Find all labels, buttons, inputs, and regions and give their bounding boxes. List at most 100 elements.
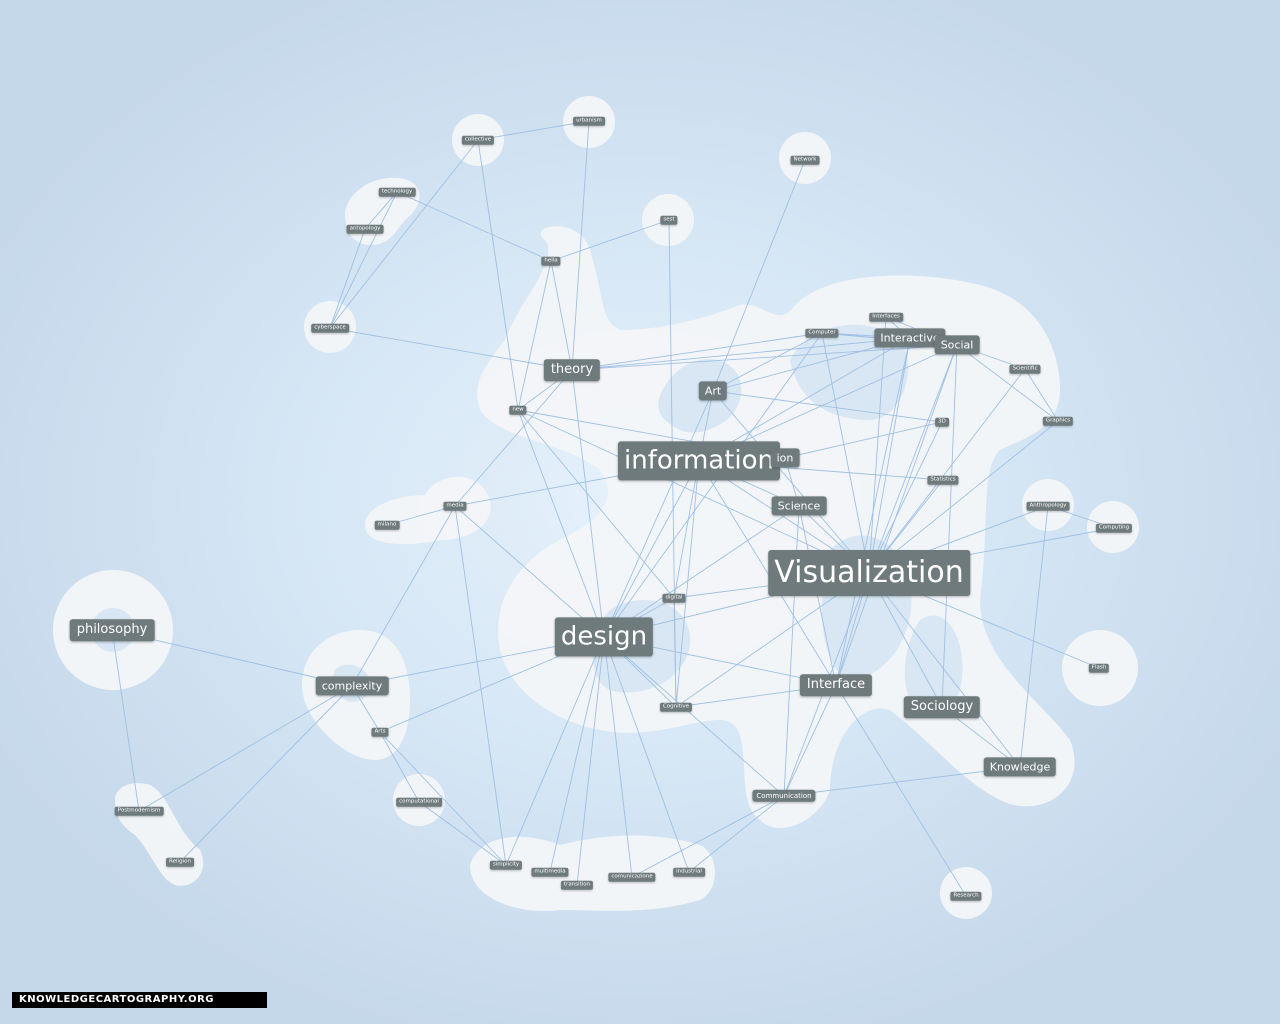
- node-transition[interactable]: transition: [560, 880, 594, 890]
- node-interactive[interactable]: Interactive: [874, 328, 946, 348]
- edge-digital-cognitive: [673, 597, 677, 708]
- edge-design-new: [517, 409, 605, 638]
- node-anthropology[interactable]: Anthropology: [1026, 501, 1070, 511]
- edge-art-network: [712, 159, 806, 392]
- edge-design-communication: [603, 636, 785, 797]
- edge-arts-computational: [379, 731, 420, 803]
- edge-theory-urbanism: [571, 120, 590, 371]
- edge-social-graphics: [956, 344, 1059, 422]
- edge-design-computer: [603, 332, 823, 638]
- node-design[interactable]: design: [554, 617, 654, 657]
- node-hella[interactable]: hella: [541, 256, 561, 266]
- edge-media-theory: [454, 369, 573, 507]
- node-multimedia[interactable]: multimedia: [531, 867, 569, 877]
- edge-scientific-graphics: [1024, 368, 1059, 422]
- node-scientific[interactable]: Scientific: [1009, 364, 1041, 374]
- node-antopology[interactable]: antopology: [346, 224, 384, 234]
- node-religion[interactable]: Religion: [166, 857, 194, 867]
- edge-ion-3d: [784, 421, 943, 459]
- edge-postmodernism-complexity: [138, 685, 353, 812]
- node-complexity[interactable]: complexity: [315, 676, 389, 696]
- node-theory[interactable]: theory: [543, 359, 601, 381]
- edge-arts-simplicity: [379, 731, 507, 866]
- node-new[interactable]: new: [509, 405, 527, 415]
- node-graphics[interactable]: Graphics: [1042, 416, 1074, 426]
- edge-computational-simplicity: [418, 801, 507, 866]
- node-collective[interactable]: collective: [461, 135, 495, 145]
- edge-design-media: [454, 505, 605, 638]
- edge-new-digital: [517, 409, 675, 599]
- edge-design-industrial: [603, 636, 690, 873]
- node-arts[interactable]: Arts: [371, 727, 389, 737]
- edge-sociology-social: [941, 344, 958, 708]
- node-3d[interactable]: 3D: [935, 417, 949, 427]
- node-milano[interactable]: milano: [374, 520, 400, 530]
- edge-visualization-3d: [868, 421, 943, 574]
- edge-design-simplicity: [505, 636, 605, 866]
- node-network[interactable]: Network: [790, 155, 820, 165]
- edge-design-art: [603, 390, 714, 638]
- node-art[interactable]: Art: [698, 381, 728, 401]
- node-knowledge[interactable]: Knowledge: [983, 757, 1057, 777]
- node-philosophy[interactable]: philosophy: [69, 619, 155, 641]
- node-computer[interactable]: Computer: [805, 328, 839, 338]
- node-interfaces[interactable]: Interfaces: [869, 312, 903, 322]
- site-footer-banner[interactable]: KNOWLEDGECARTOGRAPHY.ORG: [12, 992, 267, 1008]
- edge-industrial-communication: [688, 795, 785, 873]
- node-postmodernism[interactable]: Postmodernism: [114, 806, 164, 816]
- node-flash[interactable]: Flash: [1088, 663, 1110, 673]
- edge-design-multimedia: [549, 636, 605, 873]
- edge-design-theory: [571, 369, 605, 638]
- edge-complexity-media: [351, 505, 456, 687]
- node-social[interactable]: Social: [934, 335, 980, 355]
- node-research[interactable]: Research: [950, 891, 982, 901]
- edge-information-interface: [698, 460, 837, 686]
- node-comunicazione[interactable]: comunicazione: [608, 872, 656, 882]
- edge-technology-hella: [396, 191, 552, 262]
- node-science[interactable]: Science: [771, 496, 827, 516]
- node-communication[interactable]: Communication: [752, 789, 816, 803]
- edge-new-hella: [517, 260, 552, 411]
- edge-cyberspace-theory: [329, 327, 573, 371]
- edge-knowledge-anthropology: [1019, 505, 1049, 768]
- node-interface[interactable]: Interface: [799, 674, 873, 696]
- edge-visualization-graphics: [868, 420, 1059, 574]
- edge-design-transition: [576, 636, 605, 886]
- node-sociology[interactable]: Sociology: [903, 696, 981, 718]
- edge-collective-urbanism: [477, 120, 590, 141]
- edge-theory-hella: [550, 260, 573, 371]
- node-ion[interactable]: ion: [770, 448, 800, 468]
- edge-design-science: [603, 505, 800, 638]
- edge-cyberspace-collective: [329, 139, 479, 329]
- node-visualization[interactable]: Visualization: [768, 550, 970, 596]
- node-computing[interactable]: Computing: [1095, 523, 1133, 533]
- edge-new-collective: [477, 139, 519, 411]
- node-cognitive[interactable]: Cognitive: [659, 702, 693, 712]
- node-simplicity[interactable]: simplicity: [489, 860, 523, 870]
- node-information[interactable]: information: [617, 441, 781, 481]
- edge-visualization-scientific: [868, 368, 1026, 574]
- edge-technology-antopology: [364, 191, 398, 230]
- edge-visualization-interactive: [868, 337, 911, 574]
- edge-cyberspace-antopology: [329, 228, 366, 329]
- edge-theory-computer: [571, 332, 823, 371]
- node-industrial[interactable]: industrial: [673, 867, 705, 877]
- edge-design-comunicazione: [603, 636, 633, 878]
- node-statistics[interactable]: Statistics: [927, 475, 959, 485]
- edge-art-3d: [712, 390, 943, 423]
- edge-knowledge-communication: [783, 766, 1021, 797]
- edge-hella-sest: [550, 219, 670, 262]
- edge-philosophy-postmodernism: [111, 629, 140, 812]
- edge-information-digital: [673, 460, 700, 599]
- node-urbanism[interactable]: urbanism: [573, 116, 605, 126]
- edge-religion-complexity: [179, 685, 353, 863]
- node-cyberspace[interactable]: cyberspace: [311, 323, 349, 333]
- node-media[interactable]: media: [443, 501, 467, 511]
- node-digital[interactable]: digital: [662, 593, 686, 603]
- edge-visualization-social: [868, 344, 958, 574]
- edge-cyberspace-technology: [329, 191, 398, 329]
- node-computational[interactable]: computational: [396, 797, 442, 807]
- node-technology[interactable]: technology: [378, 187, 416, 197]
- node-sest[interactable]: sest: [660, 215, 678, 225]
